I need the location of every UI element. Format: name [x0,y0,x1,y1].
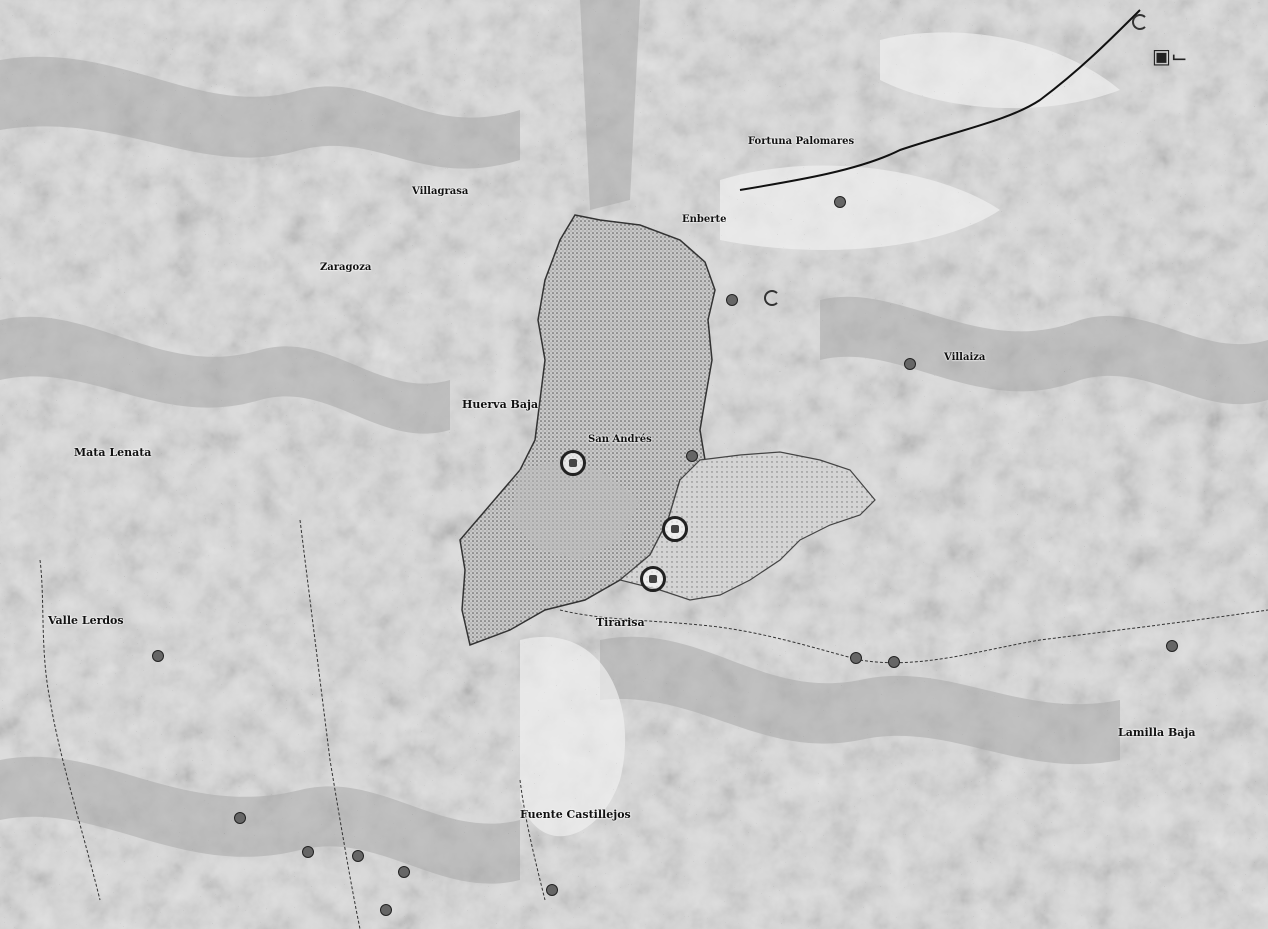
location-marker-icon[interactable] [888,656,900,668]
highway-line [739,9,1141,191]
location-marker-icon[interactable] [904,358,916,370]
place-label[interactable]: Villaiza [944,352,986,363]
place-label[interactable]: Mata Lenata [74,446,152,459]
place-label[interactable]: Huerva Baja [462,398,539,411]
location-marker-icon[interactable] [234,812,246,824]
place-label[interactable]: Fuente Castillejos [520,808,631,821]
river-lines [39,519,1268,929]
location-marker-icon[interactable] [152,650,164,662]
location-marker-icon[interactable] [850,652,862,664]
place-label[interactable]: Tirarisa [596,616,645,629]
location-marker-icon[interactable] [834,196,846,208]
open-ring-icon[interactable] [764,290,780,306]
watershed-upper[interactable] [459,214,716,647]
location-marker-icon[interactable] [726,294,738,306]
location-marker-icon[interactable] [1166,640,1178,652]
location-marker-icon[interactable] [302,846,314,858]
watershed-subbasin [510,460,640,560]
place-label[interactable]: Zaragoza [320,262,372,273]
location-marker-icon[interactable] [686,450,698,462]
station-ring-icon[interactable] [662,516,688,542]
place-label[interactable]: Valle Lerdos [48,614,124,627]
location-marker-icon[interactable] [380,904,392,916]
place-label[interactable]: Lamilla Baja [1118,726,1196,739]
place-label[interactable]: Fortuna Palomares [748,136,855,147]
station-ring-icon[interactable] [560,450,586,476]
open-ring-icon[interactable] [1132,14,1148,30]
watershed-lower[interactable] [618,451,876,601]
location-marker-icon[interactable] [546,884,558,896]
place-label[interactable]: Villagrasa [412,186,469,197]
station-ring-icon[interactable] [640,566,666,592]
location-marker-icon[interactable] [352,850,364,862]
place-label[interactable]: San Andrés [588,434,652,445]
place-label[interactable]: Enberte [682,214,727,225]
map-layer-icon[interactable]: ▣⌙ [1152,44,1188,68]
location-marker-icon[interactable] [398,866,410,878]
